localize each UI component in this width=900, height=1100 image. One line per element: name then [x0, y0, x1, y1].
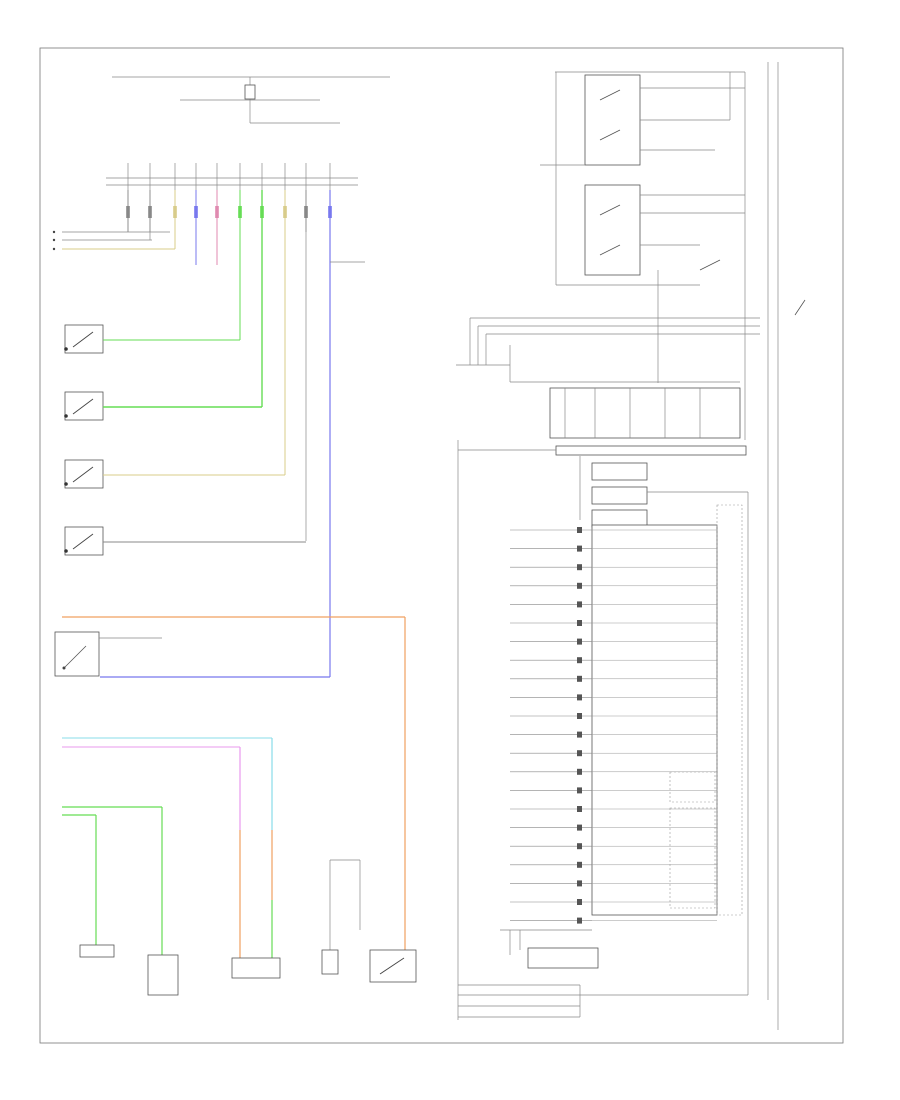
door-switch: [64, 459, 285, 489]
connector-pin-group: [126, 163, 332, 232]
trunk-switch: [54, 631, 162, 677]
left-stubs: [52, 190, 176, 251]
door-switch: [64, 526, 306, 556]
cluster-row: [510, 768, 717, 775]
cluster-row: [510, 675, 717, 682]
cluster-row: [510, 750, 717, 757]
bottom-component: [231, 957, 281, 979]
relay-area: [540, 71, 746, 440]
bottom-component: [321, 949, 339, 975]
cluster-row: [510, 824, 717, 831]
door-switch: [64, 324, 240, 354]
door-switch-group: [64, 324, 306, 556]
cluster-row: [510, 582, 717, 589]
indicator-box-2: [669, 807, 716, 909]
cluster-row: [510, 638, 717, 645]
cluster-row: [510, 731, 717, 738]
cluster-row: [510, 899, 717, 905]
fuse-block: [457, 387, 747, 1020]
bottom-component: [369, 949, 417, 983]
cluster-row: [510, 694, 717, 701]
cluster-row: [510, 917, 717, 924]
cluster-row: [510, 843, 717, 850]
cluster-row: [510, 545, 717, 552]
instrument-cluster: [591, 524, 718, 916]
cluster-row: [510, 713, 717, 719]
cluster-row: [510, 564, 717, 571]
cluster-row-group: [510, 527, 717, 924]
cluster-row: [510, 806, 717, 812]
cluster-relay-boxes: [579, 456, 748, 528]
bottom-component-group: [79, 944, 417, 996]
indicator-box-1: [669, 771, 716, 803]
bottom-component: [147, 954, 179, 996]
cluster-row: [510, 657, 717, 664]
power-feed: [112, 76, 390, 124]
cluster-row: [510, 787, 717, 794]
cluster-row: [510, 527, 717, 533]
bottom-component: [79, 944, 115, 958]
page-frame: [39, 47, 844, 1044]
cluster-row: [510, 620, 717, 626]
door-switch: [64, 391, 262, 421]
bottom-rails: [458, 492, 749, 1018]
cluster-row: [510, 861, 717, 868]
cluster-row: [510, 601, 717, 608]
cluster-row: [510, 880, 717, 887]
